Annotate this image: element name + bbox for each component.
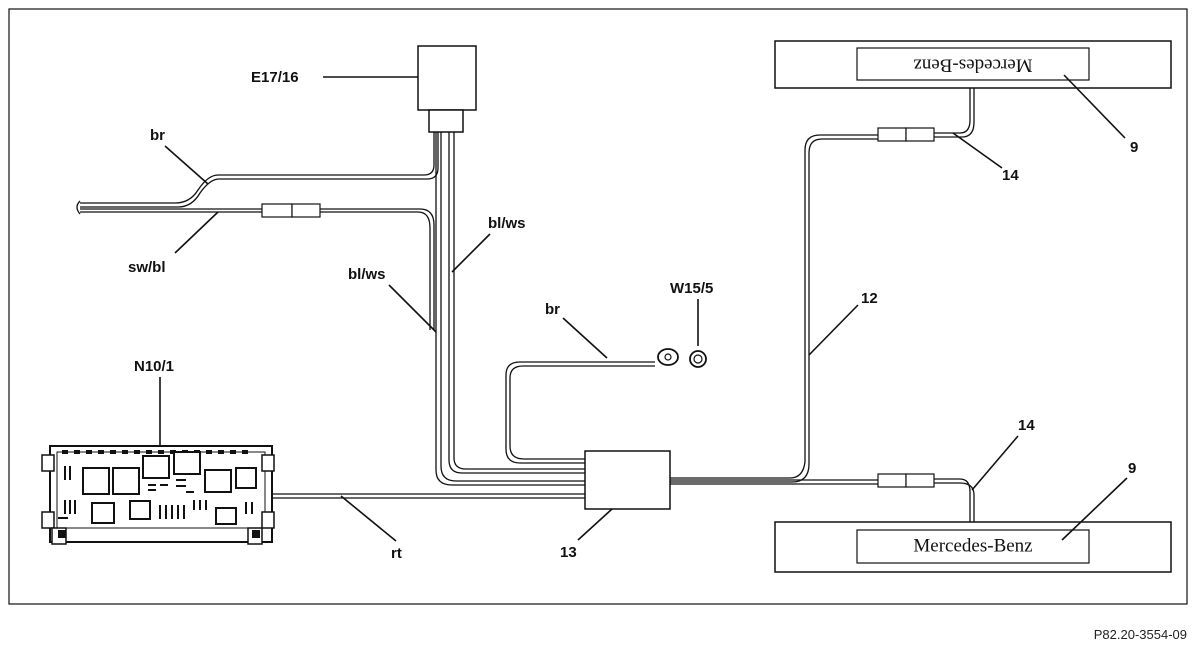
label-14-bottom: 14 bbox=[1018, 417, 1035, 434]
n10-1-control-unit bbox=[41, 445, 275, 545]
plate-bottom-text: Mercedes-Benz bbox=[913, 535, 1032, 556]
br-top-leader bbox=[164, 145, 209, 185]
bl-ws-wire-bundle bbox=[435, 132, 585, 486]
label-9-bottom: 9 bbox=[1128, 460, 1136, 477]
label-13: 13 bbox=[560, 544, 577, 561]
rt-leader bbox=[340, 495, 397, 542]
label-rt: rt bbox=[391, 545, 402, 562]
br-ground-wire bbox=[505, 348, 679, 464]
label-9-top: 9 bbox=[1130, 139, 1138, 156]
label-14-top: 14 bbox=[1002, 167, 1019, 184]
plate-top-text: Mercedes-Benz bbox=[913, 55, 1032, 76]
e17-16-lamp-unit bbox=[417, 45, 477, 133]
junction-box-13 bbox=[584, 450, 671, 510]
rt-wire bbox=[272, 493, 585, 499]
w15-5-ground-point bbox=[689, 350, 707, 368]
br-mid-leader bbox=[562, 317, 608, 359]
label-w15-5: W15/5 bbox=[670, 280, 713, 297]
label-12: 12 bbox=[861, 290, 878, 307]
num-9-top-leader bbox=[1063, 74, 1126, 139]
num-9-bottom-leader bbox=[1061, 477, 1128, 541]
label-sw-bl: sw/bl bbox=[128, 259, 166, 276]
plate-top bbox=[774, 40, 1172, 89]
diagram-frame bbox=[8, 8, 1188, 605]
sw-bl-leader bbox=[174, 211, 219, 254]
bl-ws-right-leader bbox=[451, 233, 491, 273]
cable-14-bottom bbox=[670, 473, 975, 522]
label-bl-ws-right: bl/ws bbox=[488, 215, 526, 232]
num-14-top-leader bbox=[952, 132, 1003, 169]
bl-ws-left-leader bbox=[388, 284, 437, 333]
label-n10-1: N10/1 bbox=[134, 358, 174, 375]
num-14-bottom-leader bbox=[971, 435, 1019, 491]
label-br-top: br bbox=[150, 127, 165, 144]
num-12-leader bbox=[808, 304, 859, 356]
sw-bl-wire bbox=[80, 203, 435, 330]
label-br-mid: br bbox=[545, 301, 560, 318]
cable-end bbox=[76, 200, 81, 215]
br-wire bbox=[80, 132, 439, 208]
plate-bottom bbox=[774, 521, 1172, 573]
label-bl-ws-left: bl/ws bbox=[348, 266, 386, 283]
num-13-leader bbox=[577, 508, 613, 541]
cable-12 bbox=[670, 88, 975, 483]
figure-reference: P82.20-3554-09 bbox=[1093, 627, 1187, 642]
label-e17-16: E17/16 bbox=[251, 69, 299, 86]
